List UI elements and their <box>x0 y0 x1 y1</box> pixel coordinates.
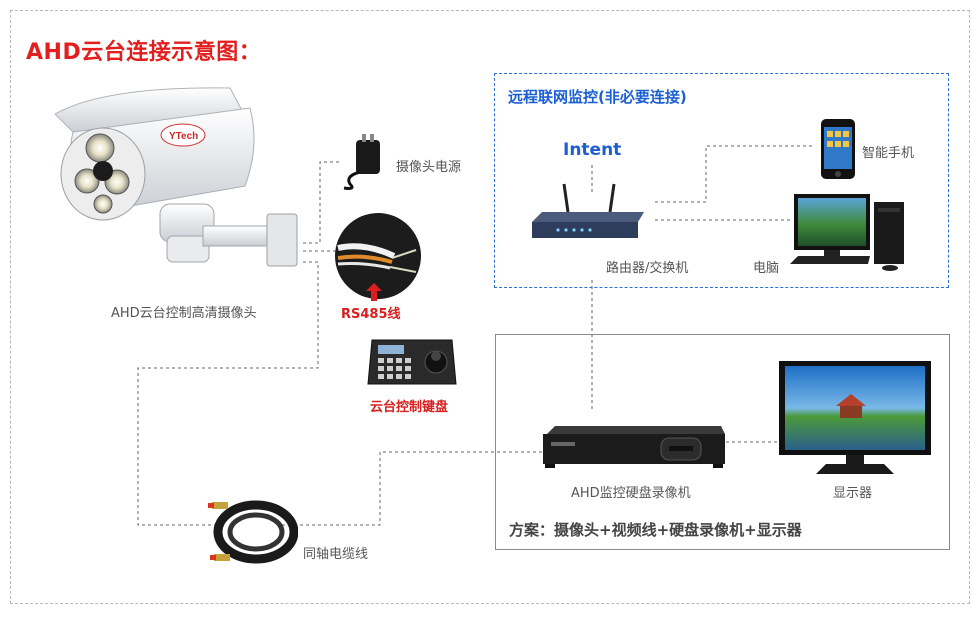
solution-text: 方案：摄像头+视频线+硬盘录像机+显示器 <box>509 521 802 539</box>
intent-label: Intent <box>563 140 622 160</box>
solution-box <box>495 334 950 550</box>
remote-title: 远程联网监控(非必要连接) <box>508 88 687 106</box>
dvr-label: AHD监控硬盘录像机 <box>571 486 691 501</box>
monitor-icon <box>779 361 931 474</box>
pc-label: 电脑 <box>753 261 780 276</box>
diagram-title: AHD云台连接示意图： <box>26 40 262 65</box>
coax-dvr-line <box>282 451 542 526</box>
desktop-computer-icon <box>790 194 904 271</box>
remote-monitoring-box <box>494 73 949 288</box>
router-label: 路由器/交换机 <box>606 261 689 276</box>
power-label: 摄像头电源 <box>396 160 462 175</box>
coax-cable-icon <box>208 500 298 564</box>
ptz-keyboard-icon <box>367 339 457 385</box>
monitor-label: 显示器 <box>833 486 873 501</box>
keyboard-label: 云台控制键盘 <box>370 400 449 415</box>
rs485-cable-icon <box>335 213 421 299</box>
power-adapter-icon <box>343 134 380 190</box>
router-icon <box>532 183 644 238</box>
power-line <box>303 161 340 244</box>
camera-label: AHD云台控制高清摄像头 <box>111 306 257 321</box>
smartphone-icon <box>821 119 855 179</box>
outer-frame <box>10 10 970 604</box>
camera-logo: YTech <box>169 131 198 142</box>
dvr-icon <box>543 426 725 468</box>
ptz-camera-icon: YTech <box>54 87 298 267</box>
router-phone-line <box>655 145 814 203</box>
camera-coax-line <box>137 261 319 526</box>
coax-label: 同轴电缆线 <box>303 547 369 562</box>
rs485-arrow-icon <box>366 283 382 301</box>
rs485-label: RS485线 <box>341 307 401 322</box>
phone-label: 智能手机 <box>862 146 915 161</box>
